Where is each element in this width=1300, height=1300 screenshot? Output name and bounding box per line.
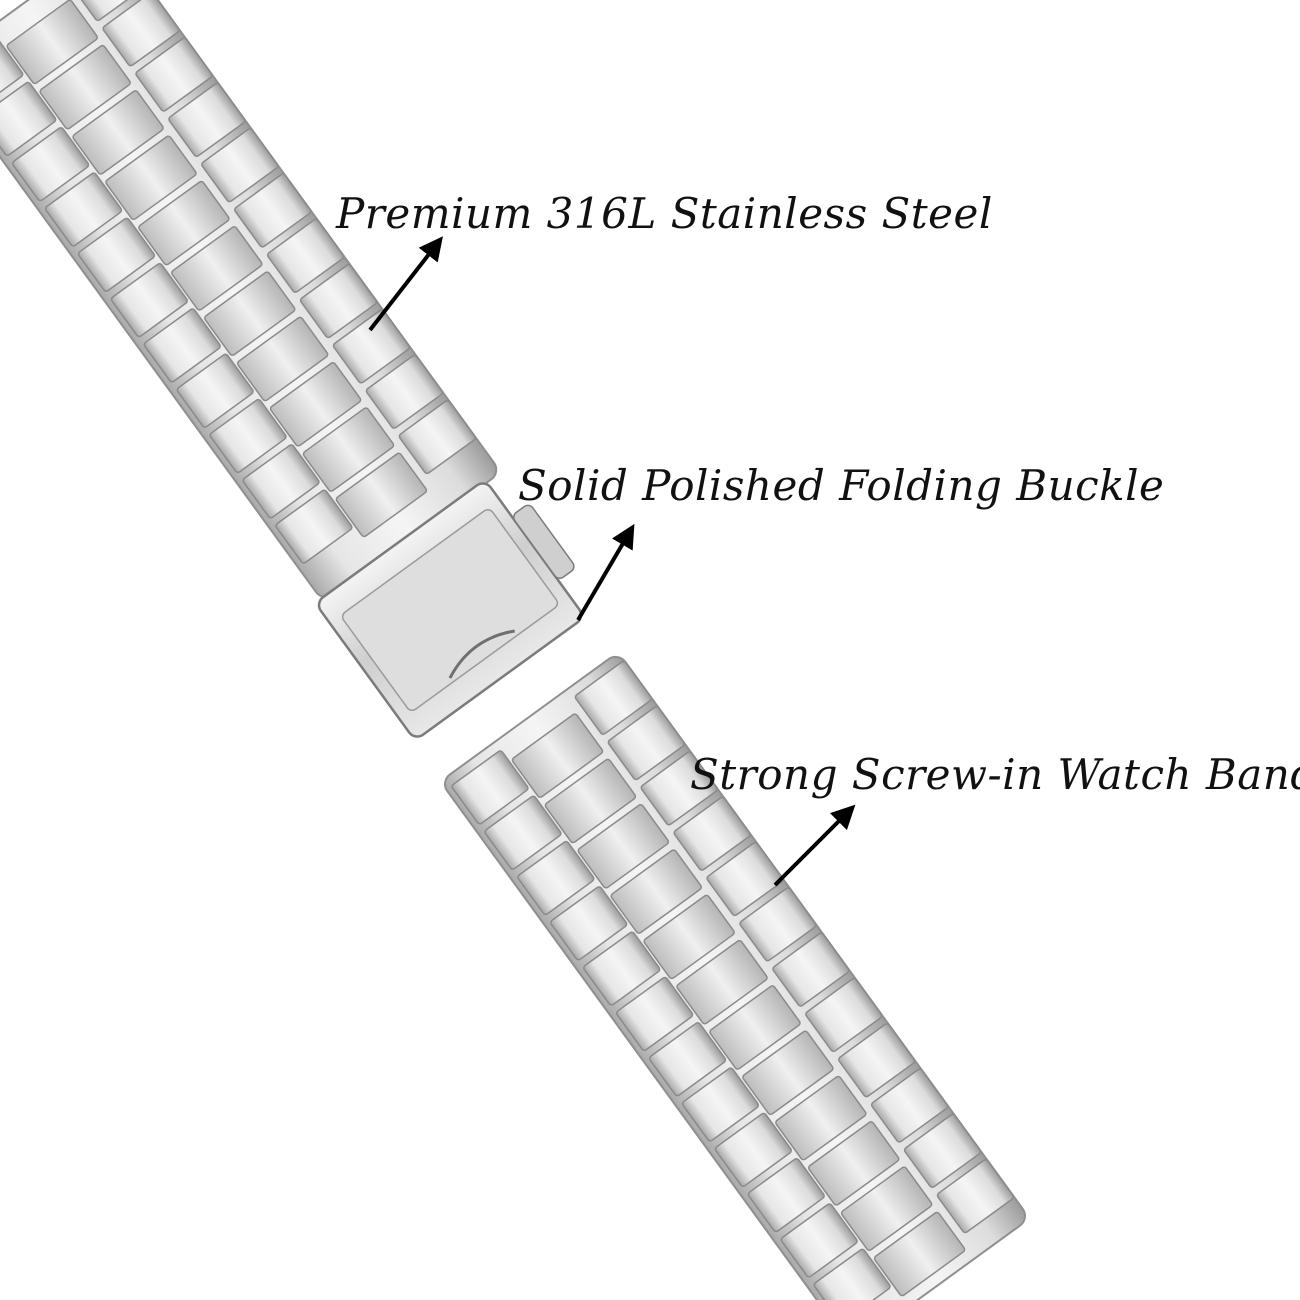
bracelet-link-outer — [583, 931, 661, 1006]
bracelet-link-center — [643, 894, 735, 980]
bracelet-link-outer — [484, 795, 562, 870]
bracelet-link-outer — [102, 0, 180, 67]
bracelet-link-outer — [69, 0, 147, 22]
bracelet-link-outer — [648, 1022, 727, 1097]
bracelet-link-outer — [805, 977, 883, 1053]
bracelet-link-outer — [44, 172, 123, 247]
bracelet-link-center — [511, 713, 604, 798]
bracelet-link-center — [39, 44, 131, 130]
bracelet-link-outer — [870, 1068, 949, 1143]
bracelet-link-outer — [0, 36, 24, 111]
bracelet-link-center — [6, 0, 98, 85]
bracelet-link-outer — [365, 354, 443, 429]
bracelet-link-outer — [398, 399, 476, 475]
bracelet-link-center — [72, 90, 164, 175]
bracelet-link-outer — [607, 706, 685, 781]
bracelet-link-outer — [110, 263, 188, 338]
bracelet-link-outer — [201, 128, 279, 203]
callout-band: Strong Screw-in Watch Band — [690, 750, 1300, 799]
bracelet-link-outer — [838, 1023, 916, 1098]
bracelet-link-outer — [681, 1067, 760, 1142]
bracelet-link-outer — [135, 37, 213, 112]
bracelet-link-outer — [936, 1159, 1014, 1234]
bracelet-link-center — [742, 1030, 834, 1116]
callout-steel: Premium 316L Stainless Steel — [336, 189, 993, 238]
bracelet-link-outer — [550, 886, 628, 961]
bracelet-link-center — [269, 362, 362, 447]
bracelet-link-outer — [267, 218, 345, 293]
bracelet-link-outer — [0, 81, 57, 156]
bracelet-link-center — [105, 135, 197, 221]
bracelet-link-center — [775, 1075, 867, 1161]
bracelet-link-center — [709, 985, 801, 1070]
lower-bracelet-section — [444, 655, 1026, 1300]
bracelet-link-outer — [234, 173, 312, 248]
bracelet-link-center — [302, 407, 395, 492]
bracelet-link-outer — [242, 444, 320, 519]
bracelet-link-outer — [574, 660, 652, 735]
bracelet-link-outer — [176, 353, 254, 428]
bracelet-link-center — [873, 1211, 966, 1297]
bracelet-link-center — [676, 939, 768, 1025]
bracelet-link-center — [236, 316, 329, 402]
bracelet-link-center — [610, 849, 702, 934]
bracelet-link-center — [808, 1121, 900, 1206]
bracelet-link-outer — [813, 1248, 891, 1300]
bracelet-link-center — [840, 1166, 933, 1251]
bracelet-link-center — [544, 758, 637, 844]
folding-buckle — [317, 482, 583, 738]
bracelet-link-outer — [903, 1113, 982, 1188]
bracelet-link-outer — [640, 751, 718, 826]
bracelet-link-outer — [616, 976, 694, 1051]
bracelet-link-outer — [747, 1158, 825, 1233]
bracelet-link-outer — [299, 264, 378, 339]
bracelet-link-outer — [714, 1112, 792, 1187]
bracelet-link-outer — [143, 308, 221, 383]
bracelet-link-outer — [77, 217, 156, 292]
bracelet-link-center — [335, 452, 428, 538]
bracelet-link-outer — [209, 398, 287, 474]
bracelet-link-center — [171, 226, 263, 311]
bracelet-link-outer — [168, 82, 246, 157]
bracelet-link-outer — [673, 796, 751, 871]
arrow-steel — [368, 236, 443, 332]
bracelet-link-outer — [332, 309, 411, 384]
bracelet-link-center — [204, 271, 296, 356]
arrow-buckle — [576, 523, 635, 622]
arrow-band — [773, 804, 856, 887]
bracelet-link-outer — [451, 750, 529, 825]
bracelet-link-center — [577, 804, 670, 889]
bracelet-link-center — [138, 180, 230, 266]
bracelet-link-outer — [12, 127, 90, 202]
upper-bracelet-section — [0, 0, 498, 598]
bracelet-link-outer — [739, 887, 817, 962]
callout-buckle: Solid Polished Folding Buckle — [518, 461, 1165, 510]
bracelet-link-outer — [517, 840, 595, 916]
bracelet-link-outer — [772, 932, 850, 1007]
bracelet-link-outer — [780, 1203, 858, 1278]
bracelet-link-outer — [706, 841, 784, 917]
bracelet-link-outer — [275, 489, 353, 564]
